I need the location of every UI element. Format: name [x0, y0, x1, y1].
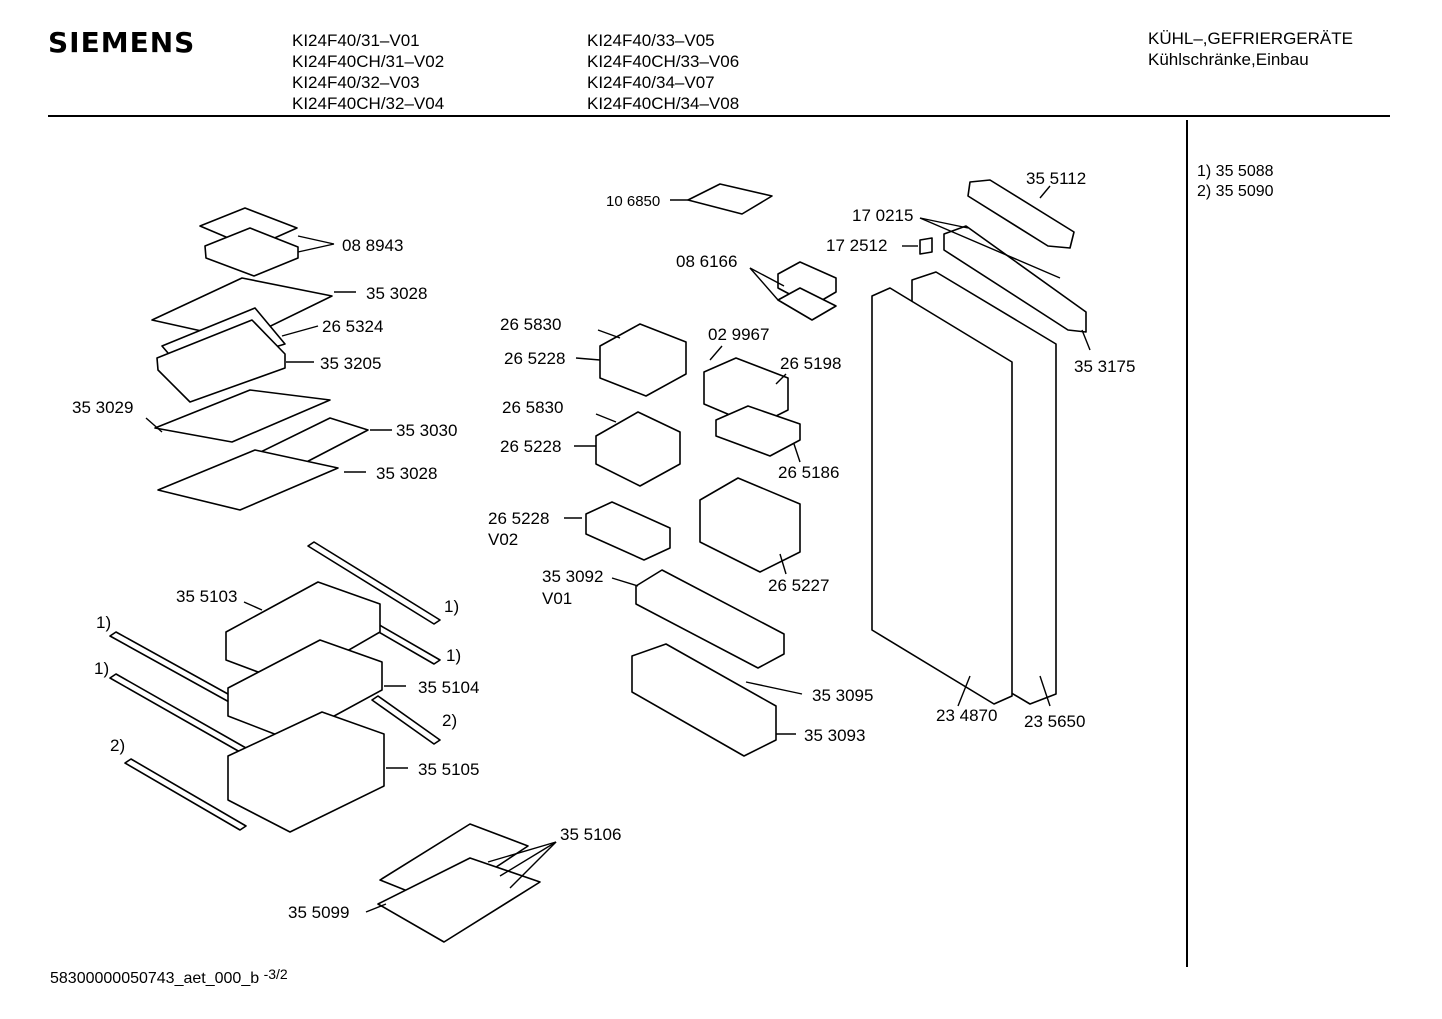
drawer-rail: [109, 673, 247, 753]
part-label: 35 5112: [1026, 169, 1086, 188]
part-label: V01: [542, 589, 572, 608]
part-label: 35 3029: [72, 398, 133, 417]
part-label: 26 5228: [504, 349, 565, 368]
footnote: 1) 35 5088: [1197, 163, 1274, 180]
part-label: 2): [442, 711, 457, 730]
category-subtitle: Kühlschränke,Einbau: [1148, 50, 1309, 69]
part-label: 1): [446, 646, 461, 665]
grill-shelf: [377, 857, 541, 943]
part-label: 17 2512: [826, 236, 887, 255]
ice-tray: [687, 183, 773, 215]
part-label: 35 5104: [418, 678, 479, 697]
page-number: -3/2: [263, 966, 288, 982]
part-label: 08 6166: [676, 252, 737, 271]
part-label: 23 4870: [936, 706, 997, 725]
brand-logo: SIEMENS: [48, 26, 196, 59]
model-number: KI24F40CH/31–V02: [292, 52, 445, 71]
part-label: 35 3028: [366, 284, 427, 303]
butter-box-lid: [777, 287, 837, 321]
model-list-col1: KI24F40/31–V01 KI24F40CH/31–V02 KI24F40/…: [292, 30, 444, 114]
drawer-rail: [307, 541, 441, 625]
part-label: 26 5227: [768, 576, 829, 595]
model-number: KI24F40CH/34–V08: [587, 94, 740, 113]
part-label: 10 6850: [606, 193, 660, 210]
part-label: 35 3095: [812, 686, 873, 705]
model-number: KI24F40/33–V05: [587, 31, 715, 50]
hinge-bracket: [943, 225, 1087, 333]
drawer-top: [225, 581, 381, 685]
part-label: 35 5103: [176, 587, 237, 606]
crisper-tray: [204, 227, 299, 277]
drawer-bottom: [227, 711, 385, 833]
part-drawings: [109, 179, 1087, 943]
model-list-col2: KI24F40/33–V05 KI24F40CH/33–V06 KI24F40/…: [587, 30, 739, 114]
part-label: 35 5105: [418, 760, 479, 779]
part-label: 35 3092: [542, 567, 603, 586]
part-label: 26 5830: [500, 315, 561, 334]
egg-tray: [595, 411, 681, 487]
part-label: 23 5650: [1024, 712, 1085, 731]
part-label: 35 5106: [560, 825, 621, 844]
category-title: KÜHL–,GEFRIERGERÄTE: [1148, 29, 1353, 48]
drawer-middle: [227, 639, 383, 741]
part-label: 35 5099: [288, 903, 349, 922]
drawer-rail: [371, 695, 441, 745]
model-number: KI24F40/31–V01: [292, 31, 420, 50]
part-label: 08 8943: [342, 236, 403, 255]
door-handle: [967, 179, 1075, 249]
shelf-drawer: [156, 319, 286, 403]
part-label: 26 5830: [502, 398, 563, 417]
part-label: 17 0215: [852, 206, 913, 225]
part-label: 26 5228: [500, 437, 561, 456]
part-label: 35 3030: [396, 421, 457, 440]
part-label: 26 5324: [322, 317, 383, 336]
drawer-rail: [124, 758, 247, 831]
egg-tray: [599, 323, 687, 397]
door-bin-narrow: [585, 501, 671, 561]
part-label: 26 5198: [780, 354, 841, 373]
door-seal: [871, 287, 1013, 705]
part-label: 1): [96, 613, 111, 632]
door-bin-long: [635, 569, 785, 669]
glass-shelf-lower: [157, 449, 339, 511]
hinge-clip: [919, 237, 933, 255]
footnotes: 1) 35 5088 2) 35 5090: [1197, 162, 1274, 202]
part-label: 35 3028: [376, 464, 437, 483]
door-bin-small: [703, 357, 789, 427]
part-label: V02: [488, 530, 518, 549]
bottle-shelf: [631, 643, 777, 757]
document-footer: 58300000050743_aet_000_b -3/2: [50, 966, 288, 988]
document-code: 58300000050743_aet_000_b: [50, 970, 264, 987]
part-label: 2): [110, 736, 125, 755]
part-label: 26 5228: [488, 509, 549, 528]
part-labels: 08 8943 35 3028 26 5324 35 3205 35 3029 …: [72, 169, 1135, 922]
part-label: 26 5186: [778, 463, 839, 482]
part-label: 35 3175: [1074, 357, 1135, 376]
part-label: 1): [444, 597, 459, 616]
split-shelf-left: [154, 389, 331, 443]
model-number: KI24F40CH/33–V06: [587, 52, 740, 71]
part-label: 1): [94, 659, 109, 678]
model-number: KI24F40CH/32–V04: [292, 94, 445, 113]
part-label: 02 9967: [708, 325, 769, 344]
part-label: 35 3205: [320, 354, 381, 373]
model-number: KI24F40/34–V07: [587, 73, 715, 92]
leader-lines: [145, 185, 1091, 913]
category-block: KÜHL–,GEFRIERGERÄTE Kühlschränke,Einbau: [1148, 28, 1353, 70]
door-bin-tray: [715, 405, 801, 457]
part-label: 35 3093: [804, 726, 865, 745]
model-number: KI24F40/32–V03: [292, 73, 420, 92]
footnote: 2) 35 5090: [1197, 183, 1274, 200]
door-bin-medium: [699, 477, 801, 573]
